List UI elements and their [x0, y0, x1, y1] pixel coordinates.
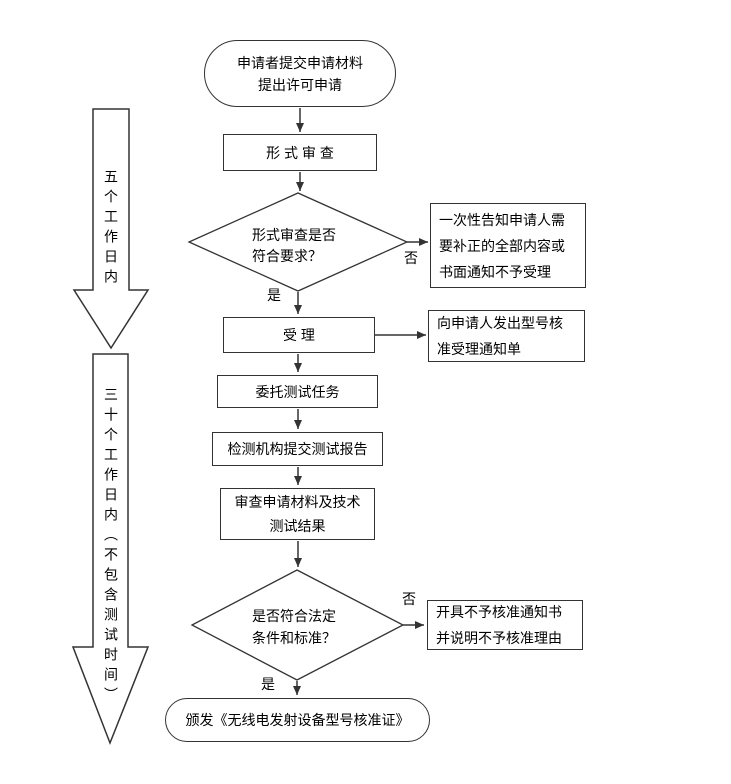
node-submit-report: 检测机构提交测试报告	[212, 432, 383, 466]
node-decision-formal-label: 形式审查是否 符合要求？	[252, 227, 336, 264]
timeline-thirty-days-arrow-shape	[71, 353, 150, 746]
timeline-five-days: 五个工作日内	[75, 109, 147, 348]
node-formal-review-label: 形 式 审 查	[266, 144, 334, 161]
node-commission-test: 委托测试任务	[217, 375, 378, 408]
node-acceptance-notice-label: 向申请人发出型号核 准受理通知单	[437, 315, 563, 357]
node-notify-correction: 一次性告知申请人需 要补正的全部内容或 书面通知不予受理	[430, 203, 586, 288]
edge-label-legal-no: 否	[402, 591, 416, 607]
node-start: 申请者提交申请材料 提出许可申请	[204, 40, 396, 107]
node-decision-legal-label: 是否符合法定 条件和标准？	[252, 608, 336, 646]
timeline-five-days-arrow-shape	[72, 108, 150, 350]
node-notify-correction-label: 一次性告知申请人需 要补正的全部内容或 书面通知不予受理	[439, 211, 565, 280]
node-rejection-notice-label: 开具不予核准通知书 并说明不予核准理由	[436, 604, 562, 646]
node-commission-test-label: 委托测试任务	[255, 383, 340, 400]
timeline-five-days-label: 五个工作日内	[103, 168, 119, 289]
node-issue-cert: 颁发《无线电发射设备型号核准证》	[165, 698, 430, 742]
edge-label-legal-yes: 是	[261, 676, 275, 692]
node-start-label: 申请者提交申请材料 提出许可申请	[237, 54, 363, 93]
node-submit-report-label: 检测机构提交测试报告	[227, 441, 368, 457]
node-rejection-notice: 开具不予核准通知书 并说明不予核准理由	[427, 600, 583, 650]
edge-label-formal-no: 否	[404, 250, 418, 266]
node-review-results: 审查申请材料及技术 测试结果	[220, 488, 375, 540]
decision-formal-diamond	[187, 192, 409, 292]
node-accept-label: 受 理	[283, 327, 315, 343]
node-formal-review: 形 式 审 查	[223, 134, 377, 171]
node-accept: 受 理	[223, 317, 375, 353]
node-acceptance-notice: 向申请人发出型号核 准受理通知单	[428, 310, 585, 362]
timeline-thirty-days: 三十个工作日内（不包含测试时间）	[74, 354, 148, 739]
node-issue-cert-label: 颁发《无线电发射设备型号核准证》	[185, 712, 410, 728]
decision-legal-diamond	[190, 569, 405, 681]
timeline-thirty-days-label: 三十个工作日内（不包含测试时间）	[103, 386, 119, 707]
edge-label-formal-yes: 是	[267, 287, 281, 303]
node-review-results-label: 审查申请材料及技术 测试结果	[234, 494, 361, 534]
